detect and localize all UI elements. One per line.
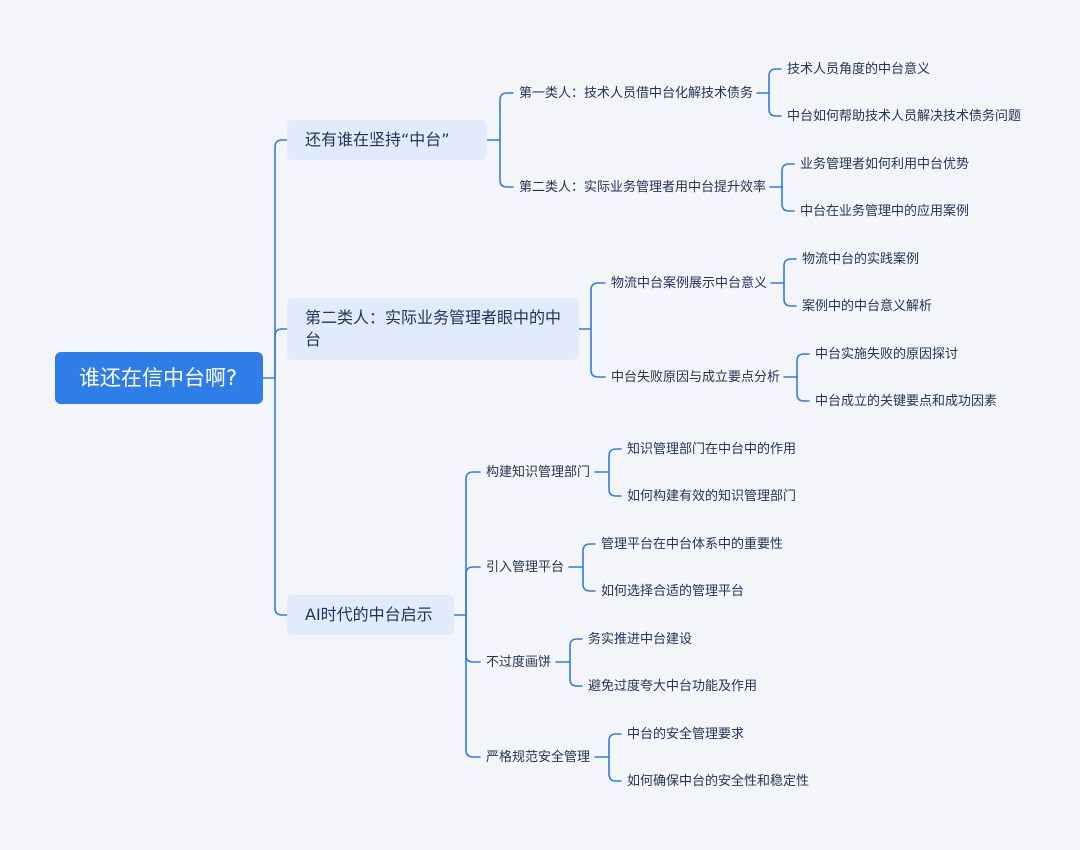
leaf-choose-platform[interactable]: 如何选择合适的管理平台 [601,584,745,599]
leaf-platform-importance[interactable]: 管理平台在中台体系中的重要性 [601,537,784,552]
leaf-knowledge-role[interactable]: 知识管理部门在中台中的作用 [627,442,797,457]
leaf-avoid-exaggeration[interactable]: 避免过度夸大中台功能及作用 [588,679,758,694]
connector-link [796,353,810,378]
subtopic-security-management[interactable]: 严格规范安全管理 [486,750,591,765]
connector-link [783,258,797,284]
root-topic[interactable]: 谁还在信中台啊? [55,352,263,404]
connector-sub-2-1 [770,258,797,307]
leaf-business-advantage[interactable]: 业务管理者如何利用中台优势 [800,157,970,172]
connector-link [590,282,606,330]
connector-link [499,92,514,141]
connector-link [608,471,622,497]
leaf-security-requirements[interactable]: 中台的安全管理要求 [627,727,745,742]
connector-branch-1 [486,92,514,188]
leaf-ensure-stability[interactable]: 如何确保中台的安全性和稳定性 [627,774,810,789]
connector-link [465,614,481,758]
leaf-case-meaning[interactable]: 案例中的中台意义解析 [802,299,933,314]
subtopic-business-efficiency[interactable]: 第二类人：实际业务管理者用中台提升效率 [519,180,767,195]
leaf-success-factors[interactable]: 中台成立的关键要点和成功因素 [815,394,998,409]
subtopic-failure-analysis[interactable]: 中台失败原因与成立要点分析 [611,370,781,385]
connector-link [608,756,622,782]
connector-link [465,566,481,616]
branch-business-managers[interactable]: 第二类人：实际业务管理者眼中的中台 [287,298,579,360]
subtopic-knowledge-dept[interactable]: 构建知识管理部门 [486,465,591,480]
connector-sub-1-1 [756,68,782,117]
connector-link [768,92,782,117]
connector-branch-3 [453,471,481,758]
leaf-tech-perspective[interactable]: 技术人员角度的中台意义 [787,62,931,77]
connector-sub-3-2 [568,543,596,592]
connector-link [465,471,481,616]
connector-link [768,68,782,94]
connector-link [274,377,288,616]
connector-link [783,282,797,307]
connector-link [590,328,606,378]
connector-sub-2-2 [783,353,810,402]
connector-link [569,638,583,663]
leaf-build-knowledge-dept[interactable]: 如何构建有效的知识管理部门 [627,489,797,504]
subtopic-management-platform[interactable]: 引入管理平台 [486,560,565,575]
connector-root [262,139,288,616]
leaf-solve-tech-debt[interactable]: 中台如何帮助技术人员解决技术债务问题 [787,109,1022,124]
subtopic-no-overpromise[interactable]: 不过度画饼 [486,655,552,670]
connector-sub-3-4 [594,733,622,782]
connector-sub-3-3 [555,638,583,687]
connector-link [569,661,583,687]
connector-link [582,566,596,592]
subtopic-tech-debt[interactable]: 第一类人：技术人员借中台化解技术债务 [519,86,754,101]
connector-link [608,733,622,758]
connector-link [274,139,288,379]
connector-sub-1-2 [769,163,795,212]
branch-ai-era[interactable]: AI时代的中台启示 [287,595,454,635]
leaf-failure-reasons[interactable]: 中台实施失败的原因探讨 [815,347,959,362]
connector-link [796,376,810,402]
connector-link [465,614,481,663]
connector-link [499,139,514,188]
leaf-pragmatic-build[interactable]: 务实推进中台建设 [588,632,693,647]
connector-link [274,328,288,379]
connector-link [781,186,795,212]
connector-branch-2 [578,282,606,378]
connector-link [781,163,795,188]
connector-link [608,448,622,473]
leaf-business-cases[interactable]: 中台在业务管理中的应用案例 [800,204,970,219]
branch-still-insisting[interactable]: 还有谁在坚持“中台” [287,120,487,160]
connector-sub-3-1 [594,448,622,497]
subtopic-logistics-case[interactable]: 物流中台案例展示中台意义 [611,276,768,291]
leaf-logistics-practice[interactable]: 物流中台的实践案例 [802,252,920,267]
connector-link [582,543,596,568]
